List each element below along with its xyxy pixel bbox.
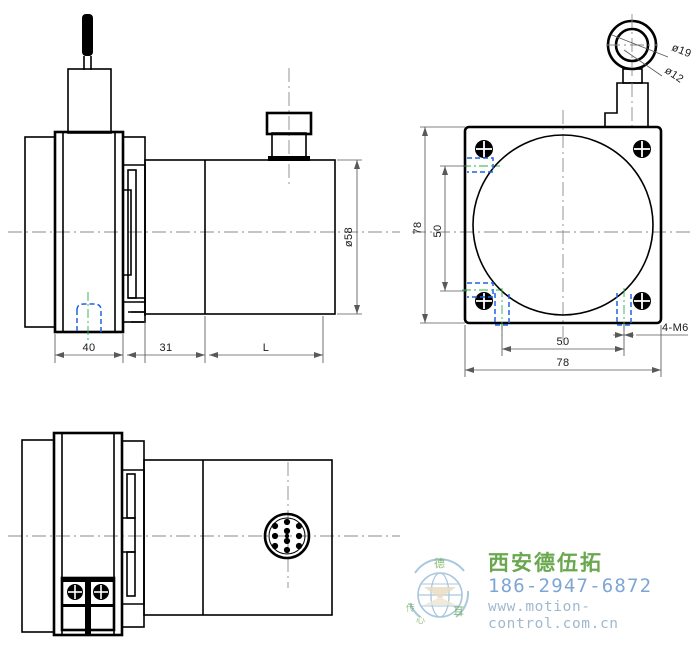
svg-text:心: 心 [416, 615, 425, 626]
dim-78-horizontal-label: 78 [556, 357, 569, 369]
dim-d58-label: ø58 [343, 227, 355, 247]
contact-phone: 186-2947-6872 [488, 574, 653, 597]
side-view: 40 31 L ø58 [8, 14, 400, 363]
square-flange-plate [463, 125, 663, 325]
hidden-tapped-holes [462, 157, 632, 338]
torque-arm-bracket [604, 68, 649, 128]
torque-arm-eye [606, 14, 658, 80]
upper-riser-box [67, 68, 112, 134]
hidden-keyway [76, 292, 102, 342]
svg-text:传: 传 [406, 602, 415, 614]
company-name-cn: 西安德伍拓 [488, 550, 603, 575]
dim-L-label: L [263, 342, 270, 354]
bottom-flange-interface [121, 440, 145, 628]
multipin-connector [263, 512, 311, 560]
bottom-cylindrical-body [143, 459, 333, 616]
brand-watermark: 德 耳 传 心 西安德伍拓 186-2947-6872 www.motion-c… [404, 548, 696, 634]
dim-d12-label: ø12 [662, 65, 685, 86]
top-connector-boss [265, 111, 313, 161]
dim-d19-label: ø19 [670, 42, 693, 61]
screw-bottom-right [633, 292, 651, 310]
company-website: www.motion-control.com.cn [488, 598, 619, 632]
cylindrical-body [144, 159, 336, 315]
dim-78-vertical-label: 78 [412, 221, 424, 234]
screw-top-right [633, 140, 651, 158]
flange-interface [122, 136, 146, 323]
side-view-dimensions: 40 31 L ø58 [54, 159, 362, 363]
screw-top-left [475, 140, 493, 158]
screw-bottom-left [475, 292, 493, 310]
bottom-view [8, 431, 400, 637]
svg-text:耳: 耳 [453, 605, 464, 618]
dim-50-horizontal-label: 50 [556, 336, 569, 348]
dim-31-label: 31 [159, 342, 172, 354]
svg-text:德: 德 [434, 556, 445, 570]
globe-logo-graphic: 德 耳 传 心 [406, 556, 470, 626]
globe-logo: 德 耳 传 心 [404, 551, 478, 631]
dim-50-vertical-label: 50 [432, 224, 444, 237]
terminal-block [60, 576, 116, 634]
cable-bundle [82, 14, 93, 70]
brand-text-block: 西安德伍拓 186-2947-6872 www.motion-control.c… [488, 549, 696, 634]
dim-4m6-label: 4-M6 [662, 322, 689, 334]
flange-end-view: ø19 ø12 78 50 [412, 14, 693, 377]
corner-mounting-screws [475, 140, 651, 310]
dim-40-label: 40 [82, 342, 95, 354]
